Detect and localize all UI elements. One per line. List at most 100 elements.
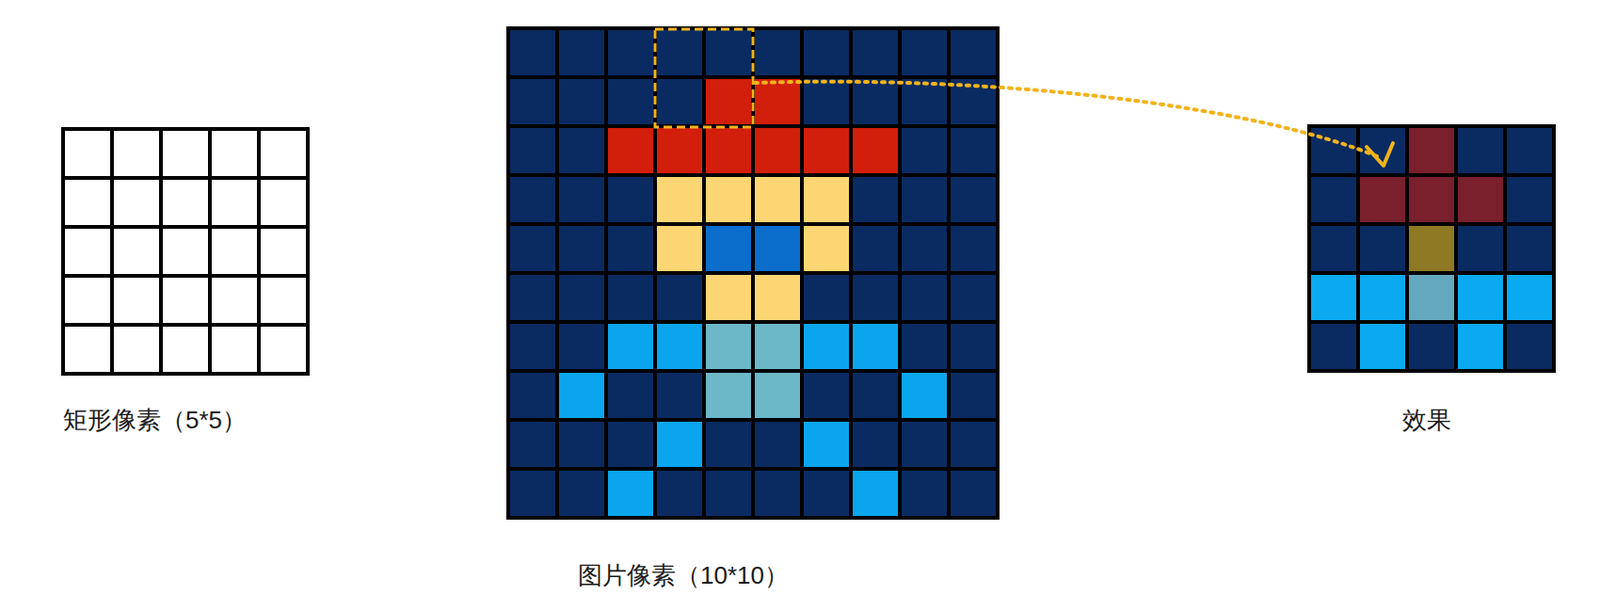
pixel-cell xyxy=(705,128,752,174)
pixel-cell xyxy=(754,323,800,369)
pixel-cell xyxy=(1457,176,1504,223)
pixel-cell xyxy=(656,372,703,418)
pixel-cell xyxy=(656,470,703,516)
pixel-cell xyxy=(950,421,996,467)
pixel-cell xyxy=(608,421,654,467)
pixel-cell xyxy=(510,79,556,125)
pixel-cell xyxy=(559,225,605,272)
pixel-cell xyxy=(559,323,605,369)
pixel-cell xyxy=(211,277,257,323)
pixel-cell xyxy=(852,176,898,223)
pixel-cell xyxy=(901,79,947,125)
pixel-cell xyxy=(803,225,849,272)
pixel-cell xyxy=(559,274,605,320)
result-pixel-grid xyxy=(1307,124,1556,373)
pixel-cell xyxy=(901,30,947,76)
pixel-cell xyxy=(705,372,752,418)
pixel-cell xyxy=(1408,176,1455,223)
pixel-cell xyxy=(260,277,306,323)
pixel-cell xyxy=(656,421,703,467)
pixel-cell xyxy=(803,372,849,418)
pixel-cell xyxy=(1360,225,1406,272)
pixel-cell xyxy=(211,228,257,274)
pixel-cell xyxy=(1457,323,1504,369)
pixel-cell xyxy=(113,179,160,225)
pixel-cell xyxy=(113,277,160,323)
pixel-cell xyxy=(803,470,849,516)
pixel-cell xyxy=(901,421,947,467)
pixel-cell xyxy=(852,372,898,418)
pixel-cell xyxy=(950,372,996,418)
pixel-cell xyxy=(559,421,605,467)
pixel-cell xyxy=(901,128,947,174)
pixel-cell xyxy=(754,372,800,418)
pixel-cell xyxy=(1457,274,1504,320)
pixel-cell xyxy=(901,372,947,418)
pixel-cell xyxy=(705,79,752,125)
pixel-cell xyxy=(754,30,800,76)
pixel-cell xyxy=(64,179,111,225)
pixel-cell xyxy=(656,79,703,125)
pixel-cell xyxy=(1457,225,1504,272)
pixel-cell xyxy=(211,130,257,176)
pixel-cell xyxy=(754,79,800,125)
pixel-cell xyxy=(1408,225,1455,272)
pixel-cell xyxy=(608,225,654,272)
sample-window xyxy=(655,29,753,128)
pixel-cell xyxy=(260,228,306,274)
pixel-cell xyxy=(852,421,898,467)
pixel-cell xyxy=(754,421,800,467)
pixel-cell xyxy=(510,176,556,223)
pixel-cell xyxy=(211,326,257,372)
grid-caption: 矩形像素（5*5） xyxy=(63,405,247,435)
pixel-cell xyxy=(113,130,160,176)
mapping-arrow xyxy=(754,81,1382,159)
pixel-cell xyxy=(656,30,703,76)
pixel-cell xyxy=(64,277,111,323)
pixel-cell xyxy=(608,372,654,418)
pixel-cell xyxy=(901,225,947,272)
pixel-cell xyxy=(1506,176,1552,223)
arrow-head xyxy=(1366,143,1393,166)
pixel-cell xyxy=(754,225,800,272)
pixel-cell xyxy=(608,470,654,516)
pixel-cell xyxy=(1311,225,1357,272)
pixel-cell xyxy=(852,274,898,320)
pixel-cell xyxy=(1506,128,1552,174)
pixel-cell xyxy=(950,30,996,76)
pixel-cell xyxy=(510,372,556,418)
pixel-cell xyxy=(608,79,654,125)
picture-pixel-grid xyxy=(506,26,1000,520)
grid-frame xyxy=(61,127,310,376)
pixel-cell xyxy=(608,128,654,174)
pixel-cell xyxy=(705,225,752,272)
pixel-cell xyxy=(852,323,898,369)
pixel-cell xyxy=(803,128,849,174)
pixel-cell xyxy=(510,274,556,320)
pixel-cell xyxy=(559,79,605,125)
pixel-cell xyxy=(1457,128,1504,174)
pixel-cell xyxy=(803,79,849,125)
pixel-cell xyxy=(1311,323,1357,369)
pixel-cell xyxy=(950,128,996,174)
pixel-cell xyxy=(754,128,800,174)
pixel-cell xyxy=(754,470,800,516)
pixel-cell xyxy=(803,421,849,467)
pixel-cell xyxy=(1408,323,1455,369)
pixel-cell xyxy=(162,228,208,274)
pixel-cell xyxy=(64,326,111,372)
pixel-cell xyxy=(211,179,257,225)
result-caption: 效果 xyxy=(1402,405,1452,435)
pixel-cell xyxy=(64,228,111,274)
pixel-cell xyxy=(901,323,947,369)
pixel-cell xyxy=(1360,323,1406,369)
pixel-cell xyxy=(852,128,898,174)
pixel-cell xyxy=(608,323,654,369)
pixel-cell xyxy=(754,274,800,320)
grid-caption: 图片像素（10*10） xyxy=(577,560,789,591)
pixel-cell xyxy=(705,323,752,369)
pixel-cell xyxy=(510,470,556,516)
pixel-cell xyxy=(950,274,996,320)
pixel-cell xyxy=(260,326,306,372)
